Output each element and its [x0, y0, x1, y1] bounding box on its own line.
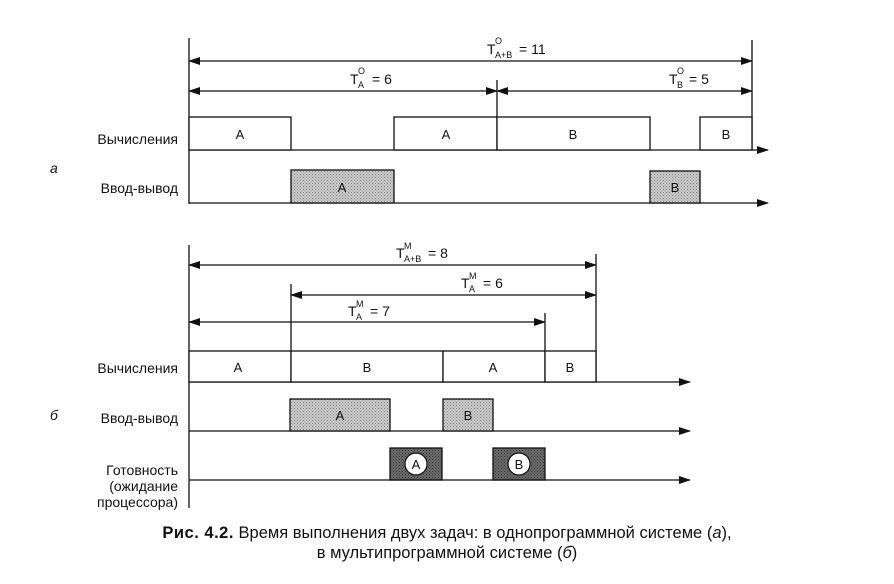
compute-block [699, 116, 753, 151]
block-label: A [442, 127, 451, 142]
ready-circle [404, 452, 428, 476]
compute-block [496, 116, 651, 151]
row-label-ready: процессора) [97, 494, 178, 510]
ready-circle [507, 452, 531, 476]
svg-text:A+B: A+B [404, 254, 421, 264]
caption-line-1: Рис. 4.2. Время выполнения двух задач: в… [162, 524, 732, 542]
svg-text:A: A [469, 284, 475, 294]
svg-text:T: T [487, 41, 496, 57]
figure-caption: Рис. 4.2. Время выполнения двух задач: в… [0, 523, 894, 563]
task-a-time-label-upper: T M A = 6 [461, 271, 503, 294]
svg-text:= 8: = 8 [428, 245, 448, 261]
svg-text:= 11: = 11 [519, 41, 546, 57]
svg-text:= 7: = 7 [370, 303, 390, 319]
compute-block [188, 116, 292, 151]
row-label-compute: Вычисления [97, 131, 178, 147]
part-letter-b: б [50, 407, 59, 423]
total-time-label: T M A+B = 8 [396, 241, 448, 264]
row-label-io: Ввод-вывод [101, 410, 178, 426]
svg-text:T: T [350, 71, 359, 87]
row-label-ready: (ожидание [109, 478, 178, 494]
svg-text:M: M [404, 241, 412, 251]
task-a-time-label: T O A = 6 [350, 66, 392, 90]
block-label: B [671, 180, 680, 195]
svg-text:= 6: = 6 [483, 275, 503, 291]
svg-text:A: A [358, 80, 364, 90]
compute-block [393, 116, 498, 151]
svg-text:O: O [495, 36, 502, 46]
io-block [290, 169, 395, 204]
timing-diagram: T O A+B = 11 T O A = 6 T O B = 5 Вычисле… [50, 36, 769, 510]
block-label: B [569, 127, 578, 142]
compute-block [290, 350, 444, 383]
compute-block [544, 350, 597, 383]
block-label: B [363, 360, 372, 375]
task-b-time-label: T O B = 5 [669, 66, 709, 90]
figure-number: Рис. 4.2. [162, 524, 234, 542]
caption-line-2: в мультипрограммной системе (б) [316, 544, 578, 562]
part-a: T O A+B = 11 T O A = 6 T O B = 5 Вычисле… [50, 36, 769, 207]
block-label: A [236, 127, 245, 142]
part-letter-a: а [50, 160, 58, 176]
svg-text:T: T [396, 245, 405, 261]
svg-text:B: B [677, 80, 683, 90]
svg-text:T: T [669, 71, 678, 87]
svg-text:= 5: = 5 [689, 71, 709, 87]
row-label-io: Ввод-вывод [101, 180, 178, 196]
svg-text:T: T [348, 303, 357, 319]
io-block [649, 170, 701, 204]
svg-text:T: T [461, 275, 470, 291]
total-time-label: T O A+B = 11 [487, 36, 546, 60]
block-label: B [722, 127, 731, 142]
block-label: A [412, 457, 421, 472]
block-label: A [336, 408, 345, 423]
io-block [442, 398, 494, 432]
block-label: A [338, 180, 347, 195]
task-a-time-label-lower: T M A = 7 [348, 299, 390, 322]
svg-text:O: O [677, 66, 684, 76]
row-label-compute: Вычисления [97, 360, 178, 376]
io-block [289, 398, 391, 432]
block-label: B [515, 457, 524, 472]
row-label-ready: Готовность [106, 462, 178, 478]
svg-text:A+B: A+B [495, 50, 512, 60]
svg-text:O: O [358, 66, 365, 76]
svg-text:M: M [469, 271, 477, 281]
part-b: T M A+B = 8 T M A = 6 T M A = 7 Вычислен… [50, 241, 691, 510]
svg-text:A: A [356, 312, 362, 322]
block-label: B [566, 360, 575, 375]
svg-text:M: M [356, 299, 364, 309]
block-label: A [234, 360, 243, 375]
svg-text:= 6: = 6 [372, 71, 392, 87]
block-label: B [464, 408, 473, 423]
block-label: A [489, 360, 498, 375]
